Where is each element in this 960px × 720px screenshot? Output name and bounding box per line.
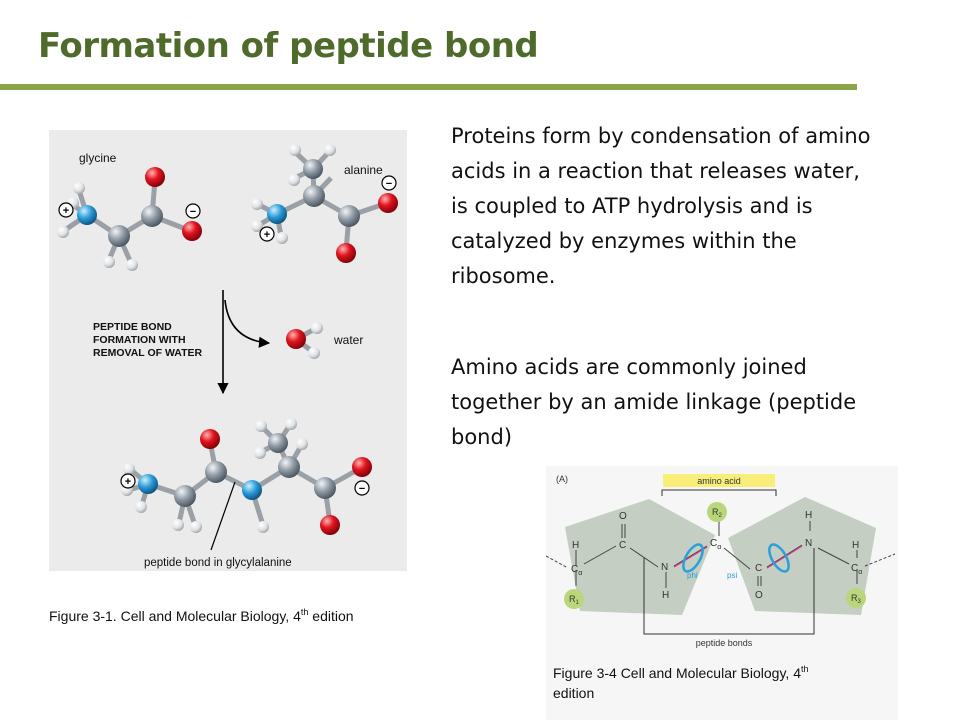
minus-charge-icon: − [354, 480, 370, 496]
svg-text:R2: R2 [712, 507, 723, 519]
side-chain-r2: R2 [707, 502, 727, 522]
svg-text:−: − [386, 178, 392, 190]
phi-label: phi [687, 571, 698, 580]
peptide-plane-left [565, 499, 715, 615]
reaction-label-line-3: REMOVAL OF WATER [93, 347, 202, 359]
minus-charge-icon: − [185, 203, 201, 219]
figure-1-drawing: glycine alanine + − + − PEPTIDE BOND FOR… [57, 144, 398, 569]
svg-text:R1: R1 [569, 594, 580, 606]
svg-text:C: C [755, 563, 762, 574]
alpha-carbon-3: Cα [851, 563, 862, 576]
side-chain-r1: R1 [564, 589, 584, 609]
water-removal-arrow [224, 299, 271, 348]
svg-text:H: H [852, 540, 859, 551]
svg-text:+: + [264, 229, 270, 241]
amino-acid-label: amino acid [697, 476, 741, 486]
svg-text:−: − [359, 483, 365, 495]
paragraph-amide-linkage: Amino acids are commonly joined together… [451, 355, 857, 449]
phi-rotation-icon [682, 543, 704, 573]
figure-peptide-planes: (A) amino acid phi psi H Cα O C N [545, 466, 898, 720]
reaction-label-line-1: PEPTIDE BOND [93, 321, 172, 333]
svg-text:H: H [805, 510, 812, 521]
water-label: water [333, 333, 363, 347]
side-chain-r3: R3 [846, 588, 866, 608]
psi-label: psi [727, 571, 737, 580]
peptide-bonds-label: peptide bonds [696, 638, 753, 648]
svg-text:O: O [619, 511, 627, 522]
psi-rotation-icon [768, 543, 790, 573]
paragraph-condensation: Proteins form by condensation of amino a… [451, 124, 871, 288]
alpha-carbon-1: Cα [571, 564, 582, 577]
peptide-bond-pointer [210, 481, 236, 551]
glycine-alpha-carbon-atom [108, 225, 130, 247]
figure-peptide-bond-formation: glycine alanine + − + − PEPTIDE BOND FOR… [49, 130, 407, 571]
svg-text:−: − [190, 206, 196, 218]
panel-label: (A) [556, 474, 568, 484]
minus-charge-icon: − [381, 175, 397, 191]
glycine-label: glycine [79, 151, 117, 165]
title-underline [0, 84, 857, 90]
glycylalanine-molecule [128, 423, 363, 526]
figure-1-caption: Figure 3-1. Cell and Molecular Biology, … [49, 607, 354, 625]
psi-bond [766, 545, 803, 569]
peptide-plane-right [728, 497, 876, 615]
amino-acid-highlight [663, 474, 775, 487]
svg-text:+: + [125, 476, 131, 488]
reaction-label-line-2: FORMATION WITH [93, 334, 186, 346]
alpha-carbon-2: Cα [710, 538, 721, 551]
peptide-nitrogen-atom [242, 480, 262, 500]
svg-text:H: H [572, 540, 579, 551]
slide-title: Formation of peptide bond [38, 26, 539, 66]
svg-text:N: N [661, 562, 668, 573]
figure-2-drawing: (A) amino acid phi psi H Cα O C N [545, 474, 896, 648]
svg-text:N: N [805, 538, 812, 549]
figure-2-caption: Figure 3-4 Cell and Molecular Biology, 4… [553, 664, 809, 702]
alanine-alpha-carbon-atom [303, 185, 325, 207]
svg-text:C: C [619, 540, 626, 551]
product-label: peptide bond in glycylalanine [144, 557, 292, 569]
svg-text:O: O [755, 590, 763, 601]
svg-text:R3: R3 [851, 593, 862, 605]
svg-text:H: H [662, 590, 669, 601]
svg-text:+: + [63, 205, 69, 217]
alanine-label: alanine [344, 163, 383, 177]
glycine-oxygen-atom [145, 167, 165, 187]
plus-charge-icon: + [259, 226, 275, 242]
plus-charge-icon: + [120, 473, 136, 489]
plus-charge-icon: + [58, 202, 74, 218]
glycine-nitrogen-atom [77, 205, 97, 225]
